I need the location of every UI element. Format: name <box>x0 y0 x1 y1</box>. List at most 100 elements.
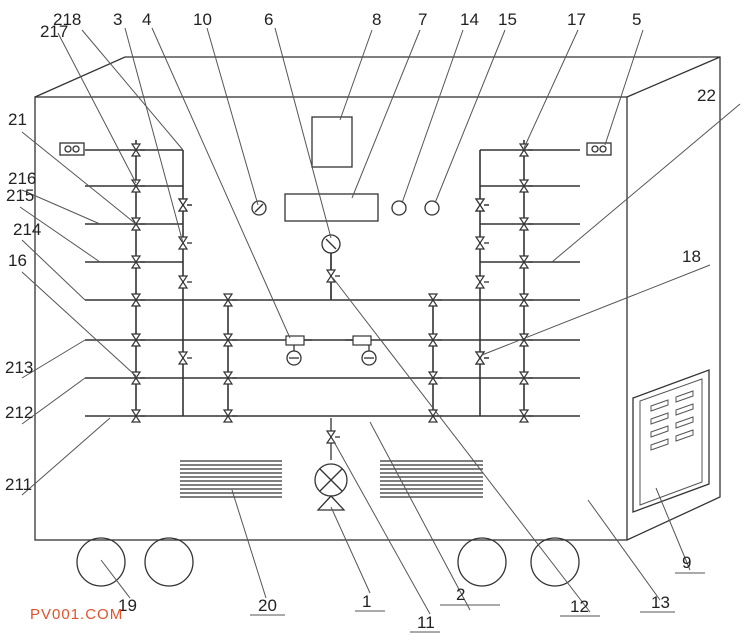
valve-icon <box>518 143 533 157</box>
valve-icon <box>518 333 533 347</box>
leader-line <box>655 487 691 571</box>
leader-line <box>587 499 661 601</box>
label-10: 10 <box>193 10 212 29</box>
valve-icon <box>325 269 340 283</box>
valve-icon <box>518 179 533 193</box>
controller-box <box>284 193 379 222</box>
ventilation-grilles <box>180 460 483 498</box>
leader-line <box>21 417 111 496</box>
leader-line <box>351 29 421 199</box>
valve-icon <box>427 293 442 307</box>
label-14: 14 <box>460 10 479 29</box>
label-4: 4 <box>142 10 151 29</box>
label-9: 9 <box>682 553 691 572</box>
label-215: 215 <box>6 186 34 205</box>
label-22: 22 <box>697 86 716 105</box>
leader-line <box>57 32 137 184</box>
label-11: 11 <box>417 613 435 632</box>
label-8: 8 <box>372 10 381 29</box>
valve-set <box>130 143 533 444</box>
valve-icon <box>518 293 533 307</box>
leader-line <box>434 29 506 204</box>
cabinet-body <box>34 56 721 541</box>
leader-line <box>231 489 267 599</box>
valve-icon <box>427 371 442 385</box>
valve-icon <box>474 351 489 365</box>
label-213: 213 <box>5 358 33 377</box>
valve-icon <box>130 143 145 157</box>
valve-icon <box>474 275 489 289</box>
leader-line <box>551 103 741 263</box>
leader-line <box>21 271 137 377</box>
valve-icon <box>130 333 145 347</box>
gauge-10 <box>251 200 267 216</box>
valve-icon <box>177 198 192 212</box>
control-panel <box>632 369 710 513</box>
valve-icon <box>177 275 192 289</box>
reference-numbers: 217 218 3 4 10 6 8 7 14 15 17 5 22 21 21… <box>5 10 716 632</box>
label-216: 216 <box>8 169 36 188</box>
leader-line <box>81 29 184 151</box>
wheels <box>76 537 580 587</box>
panel-button <box>650 412 669 425</box>
valve-icon <box>222 293 237 307</box>
connector-icons <box>59 142 612 156</box>
label-212: 212 <box>5 403 33 422</box>
panel-button <box>650 425 669 438</box>
valve-icon <box>474 198 489 212</box>
label-7: 7 <box>418 10 427 29</box>
center-instruments <box>251 116 440 300</box>
label-218: 218 <box>53 10 81 29</box>
valve-icon <box>130 409 145 423</box>
leader-line <box>401 29 464 204</box>
couplings <box>285 335 377 366</box>
leader-line <box>369 421 471 611</box>
indicator-14 <box>391 200 407 216</box>
panel-button <box>675 403 694 416</box>
valve-icon <box>518 409 533 423</box>
valve-icon <box>177 236 192 250</box>
valve-icon <box>130 255 145 269</box>
label-15: 15 <box>498 10 517 29</box>
leader-line <box>339 29 373 121</box>
label-18: 18 <box>682 247 701 266</box>
indicator-15 <box>424 200 440 216</box>
leader-line <box>481 264 711 356</box>
watermark: PV001.COM <box>30 606 123 623</box>
leader-line <box>523 29 579 149</box>
panel-button <box>675 429 694 442</box>
leader-line <box>206 27 259 206</box>
label-20: 20 <box>258 596 277 615</box>
label-211: 211 <box>5 475 32 494</box>
label-217: 217 <box>40 22 68 41</box>
label-3: 3 <box>113 10 122 29</box>
label-5: 5 <box>632 10 641 29</box>
panel-button <box>675 390 694 403</box>
valve-icon <box>474 236 489 250</box>
label-21: 21 <box>8 110 27 129</box>
leader-line <box>604 29 644 146</box>
display-screen <box>311 116 353 168</box>
label-16: 16 <box>8 251 27 270</box>
label-1: 1 <box>362 592 371 611</box>
label-12: 12 <box>570 597 589 616</box>
panel-button <box>675 416 694 429</box>
valve-icon <box>222 333 237 347</box>
leader-line <box>100 559 131 599</box>
panel-button <box>650 399 669 412</box>
valve-icon <box>518 371 533 385</box>
label-2: 2 <box>456 585 465 604</box>
leader-line <box>21 377 86 425</box>
valve-icon <box>177 351 192 365</box>
valve-icon <box>518 255 533 269</box>
leader-line <box>19 206 101 263</box>
label-214: 214 <box>13 220 41 239</box>
leader-line <box>21 339 86 379</box>
leader-line <box>330 506 371 594</box>
valve-icon <box>427 333 442 347</box>
label-13: 13 <box>651 593 670 612</box>
leader-line <box>332 439 431 615</box>
panel-button <box>650 438 669 451</box>
